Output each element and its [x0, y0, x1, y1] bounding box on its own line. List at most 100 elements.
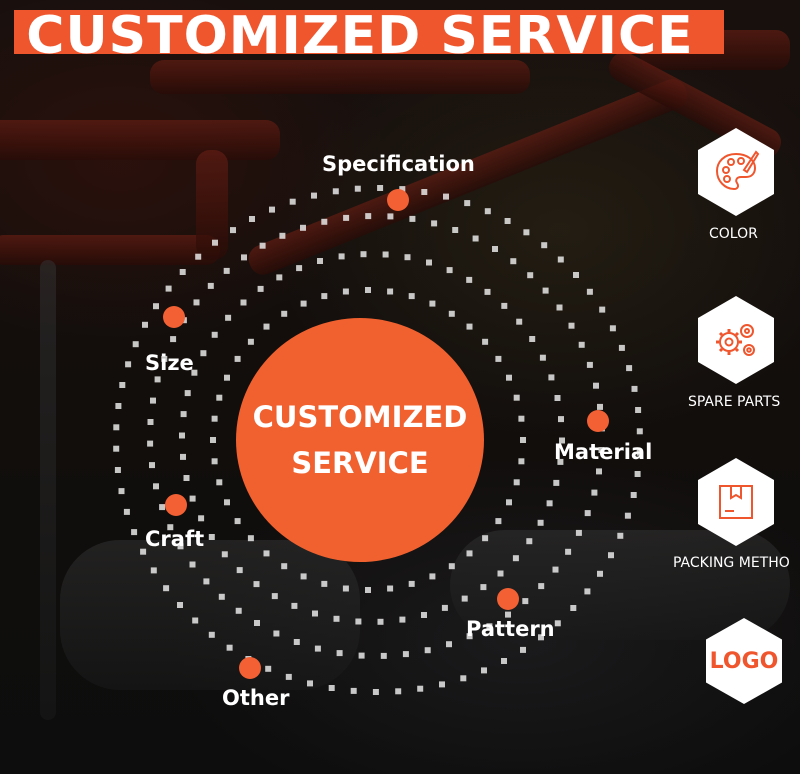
- ring-dot: [609, 325, 616, 332]
- ring-dot: [358, 652, 365, 659]
- ring-dot: [597, 403, 603, 410]
- ring-dot: [147, 440, 154, 447]
- ring-dot: [510, 258, 517, 265]
- ring-dot: [257, 285, 264, 292]
- ring-dot: [559, 437, 565, 444]
- ring-dot: [382, 251, 389, 258]
- ring-dot: [147, 419, 154, 425]
- ring-dot: [387, 213, 394, 220]
- pattern-label: Pattern: [466, 617, 555, 641]
- ring-dot: [225, 314, 232, 321]
- ring-dot: [634, 471, 641, 477]
- ring-dot: [466, 633, 473, 640]
- ring-dot: [342, 585, 349, 592]
- other-dot: [239, 657, 261, 679]
- ring-dot: [439, 681, 445, 688]
- ring-dot: [501, 302, 508, 309]
- ring-dot: [636, 449, 643, 456]
- ring-dot: [513, 479, 520, 486]
- ring-dot: [179, 432, 185, 439]
- ring-dot: [189, 561, 196, 568]
- ring-dot: [355, 618, 362, 625]
- ring-dot: [408, 580, 415, 587]
- ring-dot: [492, 246, 498, 252]
- ring-dot: [529, 336, 536, 342]
- ring-dot: [210, 437, 216, 443]
- ring-dot: [554, 620, 561, 627]
- ring-dot: [195, 253, 202, 260]
- ring-dot: [586, 288, 593, 295]
- ring-dot: [387, 288, 394, 295]
- ring-dot: [311, 192, 317, 199]
- ring-dot: [154, 376, 161, 383]
- ring-dot: [177, 543, 184, 550]
- ring-dot: [593, 382, 599, 389]
- ring-dot: [484, 288, 491, 295]
- ring-dot: [387, 585, 394, 592]
- ring-dot: [167, 524, 174, 531]
- ring-dot: [424, 647, 431, 654]
- ring-dot: [548, 374, 555, 381]
- ring-dot: [218, 593, 225, 600]
- ring-dot: [113, 424, 120, 431]
- ring-dot: [115, 403, 122, 409]
- packing-label: PACKING METHO: [673, 555, 790, 571]
- ring-dot: [131, 529, 138, 536]
- logo-text: LOGO: [709, 648, 779, 674]
- ring-dot: [263, 323, 270, 330]
- ring-dot: [586, 361, 593, 368]
- center-line-2: SERVICE: [291, 446, 429, 480]
- ring-dot: [291, 602, 298, 609]
- ring-dot: [293, 639, 300, 645]
- ring-dot: [448, 563, 455, 570]
- ring-dot: [556, 304, 563, 311]
- ring-dot: [193, 299, 200, 306]
- ring-dot: [150, 397, 156, 404]
- ring-dot: [183, 475, 190, 481]
- ring-dot: [565, 548, 572, 555]
- ring-dot: [296, 265, 303, 272]
- ring-dot: [512, 555, 519, 562]
- other-label: Other: [222, 686, 290, 710]
- ring-dot: [538, 583, 545, 590]
- ring-dot: [240, 299, 247, 306]
- craft-label: Craft: [145, 527, 205, 551]
- ring-dot: [221, 551, 228, 558]
- ring-dot: [354, 185, 361, 192]
- ring-dot: [537, 519, 544, 526]
- ring-dot: [281, 310, 288, 317]
- ring-dot: [409, 215, 416, 222]
- ring-dot: [328, 685, 335, 691]
- ring-dot: [212, 239, 218, 246]
- ring-dot: [554, 395, 561, 401]
- ring-dot: [417, 685, 424, 692]
- ring-dot: [636, 428, 643, 435]
- ring-dot: [314, 645, 321, 652]
- ring-dot: [223, 267, 230, 274]
- ring-dot: [249, 216, 255, 222]
- size-label: Size: [145, 351, 194, 375]
- ring-dot: [584, 588, 591, 595]
- ring-dot: [482, 338, 489, 345]
- ring-dot: [377, 618, 384, 625]
- ring-dot: [542, 287, 549, 294]
- ring-dot: [522, 598, 529, 605]
- ring-dot: [165, 285, 172, 292]
- ring-dot: [333, 615, 340, 622]
- ring-dot: [216, 479, 223, 486]
- ring-dot: [624, 512, 631, 519]
- ring-dot: [365, 213, 372, 220]
- ring-dot: [575, 529, 582, 536]
- ring-dot: [360, 251, 367, 258]
- ring-dot: [523, 229, 530, 236]
- ring-dot: [307, 680, 313, 687]
- ring-dot: [584, 510, 591, 517]
- ring-dot: [520, 437, 526, 443]
- ring-dot: [279, 232, 286, 239]
- ring-dot: [466, 276, 473, 283]
- ring-dot: [234, 518, 241, 525]
- ring-dot: [200, 350, 207, 357]
- ring-dot: [269, 206, 275, 213]
- ring-dot: [570, 605, 577, 611]
